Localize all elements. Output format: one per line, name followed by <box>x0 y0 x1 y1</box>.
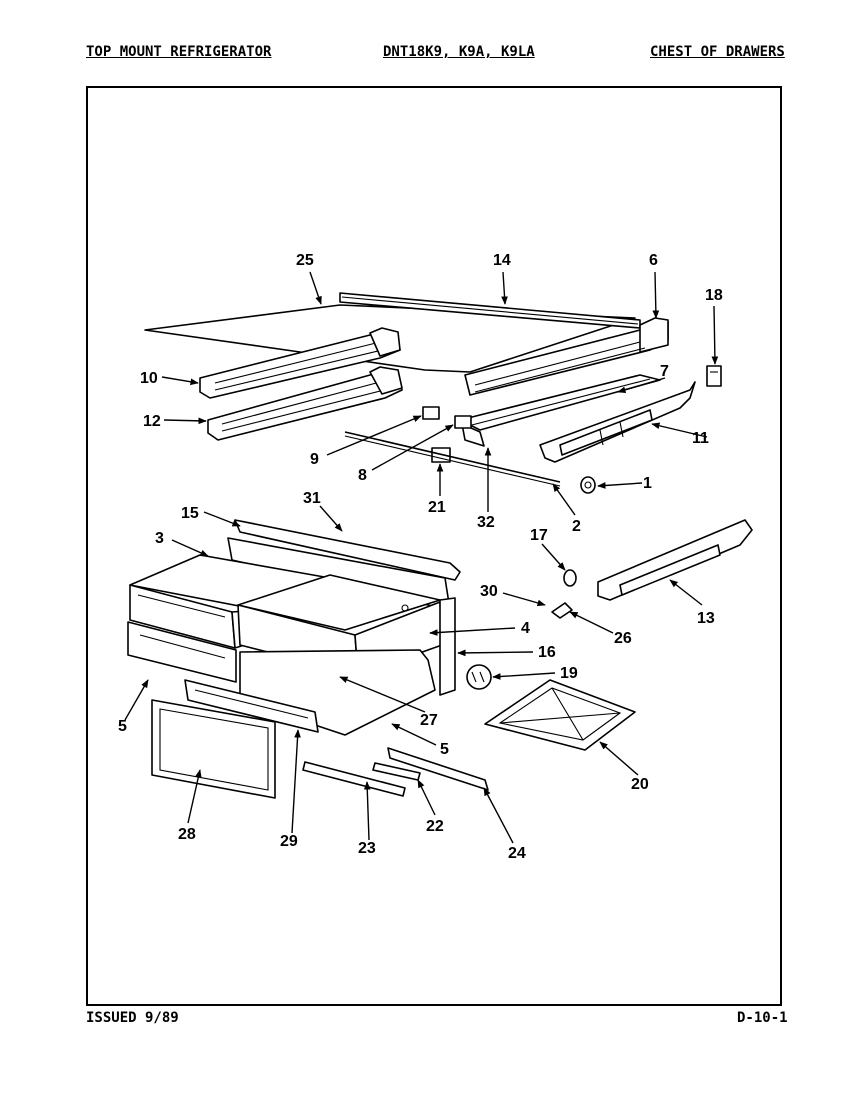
callout-5-left: 5 <box>118 718 127 735</box>
part-clip-26 <box>551 602 573 619</box>
header-model-type: TOP MOUNT REFRIGERATOR <box>86 44 272 60</box>
callout-30: 30 <box>480 583 498 600</box>
callout-20: 20 <box>631 776 649 793</box>
part-handle <box>184 679 319 733</box>
callout-13: 13 <box>697 610 715 627</box>
part-right-support <box>464 317 669 396</box>
callout-28: 28 <box>178 826 196 843</box>
callout-26: 26 <box>614 630 632 647</box>
callout-12: 12 <box>143 413 161 430</box>
header-model-numbers: DNT18K9, K9A, K9LA <box>383 44 535 60</box>
callout-labels: 25 14 6 18 10 7 12 11 9 8 21 32 1 2 31 1… <box>118 252 723 862</box>
callout-10: 10 <box>140 370 158 387</box>
callout-1: 1 <box>643 475 652 492</box>
part-drawer-bottom <box>484 679 636 751</box>
callout-16: 16 <box>538 644 556 661</box>
callout-17: 17 <box>530 527 548 544</box>
callout-21: 21 <box>428 499 446 516</box>
part-left-lower-rail <box>207 366 403 441</box>
callout-11: 11 <box>692 430 709 447</box>
part-right-guide <box>539 381 696 463</box>
part-left-upper-rail <box>199 327 401 399</box>
callout-3: 3 <box>155 530 164 547</box>
callout-4: 4 <box>521 620 530 637</box>
callout-23: 23 <box>358 840 376 857</box>
callout-24: 24 <box>508 845 526 862</box>
diagram-frame <box>86 86 782 1006</box>
callout-14: 14 <box>493 252 511 269</box>
callout-27: 27 <box>420 712 438 729</box>
header-section-title: CHEST OF DRAWERS <box>650 44 785 60</box>
callout-2: 2 <box>572 518 581 535</box>
callout-22: 22 <box>426 818 444 835</box>
part-knob <box>580 476 596 494</box>
callout-31: 31 <box>303 490 321 507</box>
callout-25: 25 <box>296 252 314 269</box>
part-side-panel <box>439 597 456 696</box>
footer-page-code: D-10-1 <box>737 1010 788 1026</box>
part-strip <box>302 761 406 797</box>
part-clip-17 <box>563 569 577 587</box>
part-damper <box>466 664 492 690</box>
part-rod <box>344 431 561 487</box>
part-clip-18 <box>706 365 722 387</box>
callout-32: 32 <box>477 514 495 531</box>
callout-15: 15 <box>181 505 199 522</box>
callout-29: 29 <box>280 833 298 850</box>
footer-issued-date: ISSUED 9/89 <box>86 1010 179 1026</box>
callout-9: 9 <box>310 451 319 468</box>
part-drawer-front <box>151 699 276 799</box>
callout-8: 8 <box>358 467 367 484</box>
callout-7: 7 <box>660 363 669 380</box>
part-lower-right-guide <box>597 519 753 601</box>
callout-19: 19 <box>560 665 578 682</box>
leader-lines <box>124 271 719 844</box>
callout-18: 18 <box>705 287 723 304</box>
callout-6: 6 <box>649 252 658 269</box>
callout-5-right: 5 <box>440 741 449 758</box>
